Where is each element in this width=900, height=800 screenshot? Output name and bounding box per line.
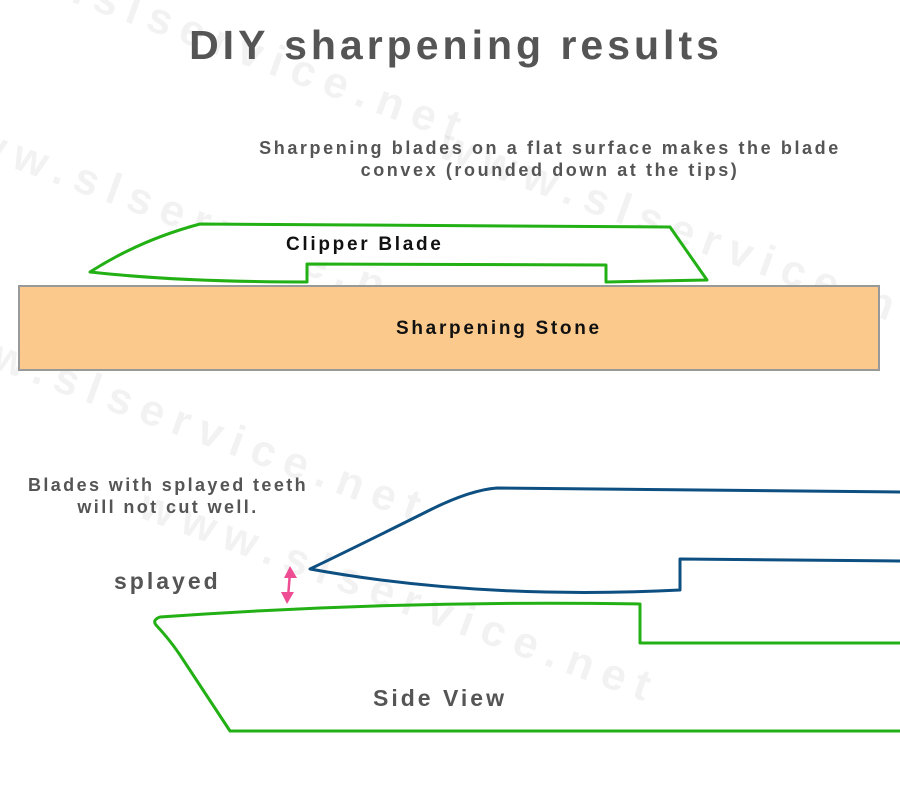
clipper-blade-top xyxy=(88,222,709,284)
page-title: DIY sharpening results xyxy=(189,22,723,68)
splayed-blade-lower xyxy=(153,601,900,733)
splayed-label: splayed xyxy=(114,568,221,594)
caption-top: Sharpening blades on a flat surface make… xyxy=(259,138,841,180)
clipper-blade-label: Clipper Blade xyxy=(286,234,444,255)
sharpening-stone xyxy=(18,285,880,371)
side-view-label: Side View xyxy=(373,685,507,711)
caption-bottom: Blades with splayed teeth will not cut w… xyxy=(27,475,309,517)
splayed-blade-upper xyxy=(308,486,900,594)
splay-arrow-icon xyxy=(281,566,297,604)
sharpening-stone-label: Sharpening Stone xyxy=(396,318,602,339)
